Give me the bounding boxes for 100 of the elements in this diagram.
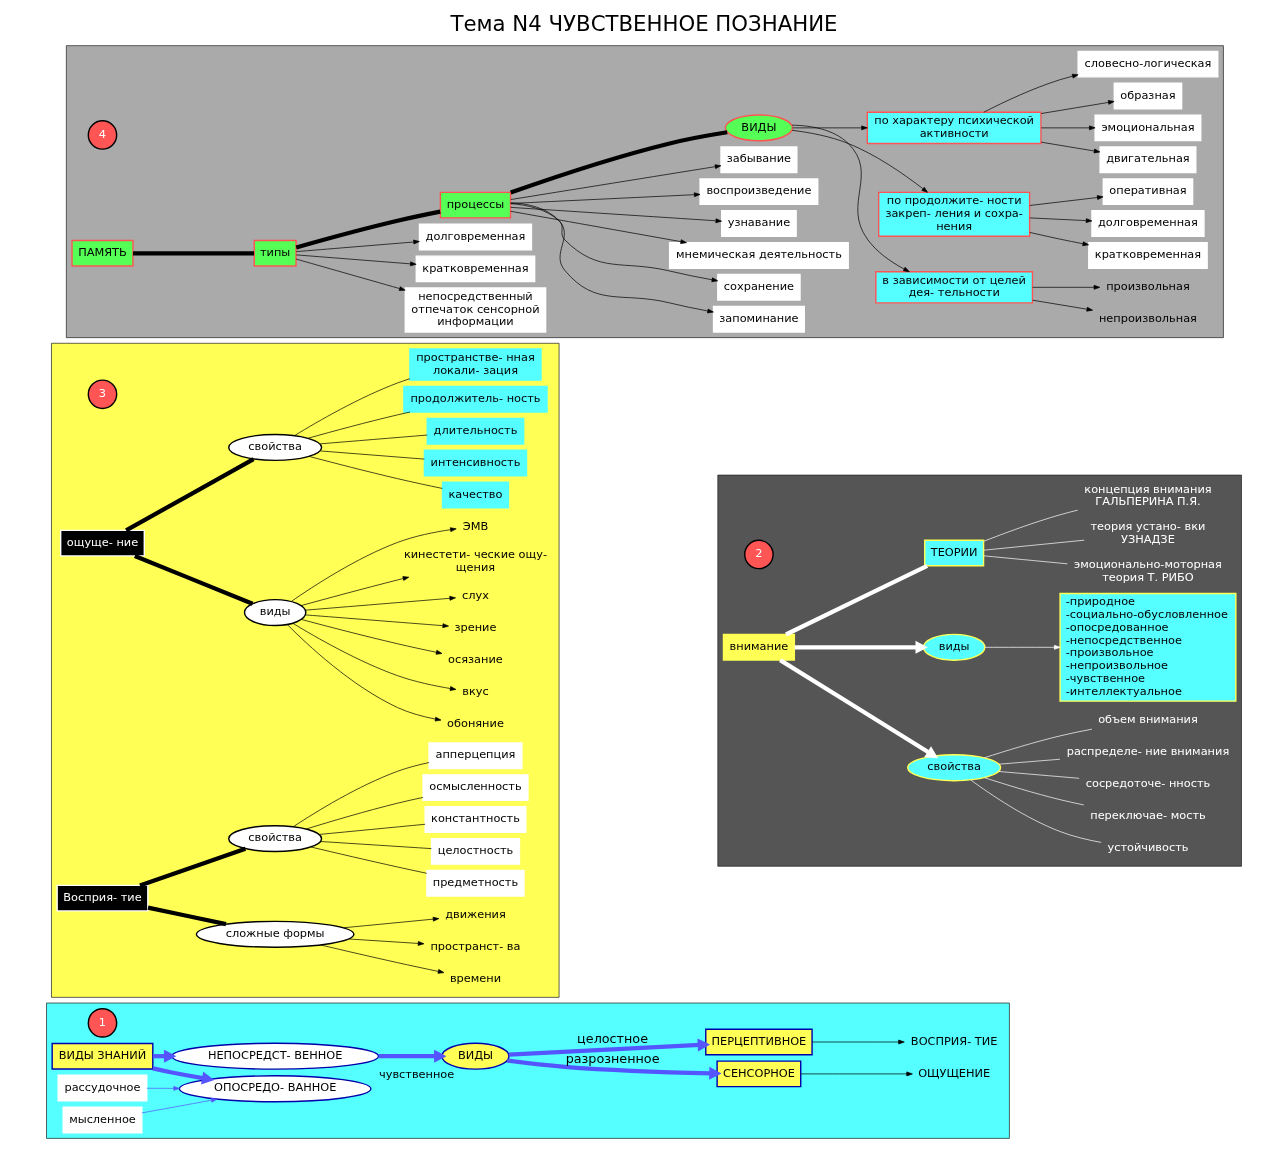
arrow bbox=[295, 239, 420, 252]
node-text: слух bbox=[461, 587, 489, 602]
arrow bbox=[304, 614, 449, 628]
node-ellipse: свойства bbox=[227, 825, 322, 853]
arrow bbox=[984, 644, 1060, 650]
connector bbox=[983, 728, 1092, 759]
arrow bbox=[509, 192, 700, 204]
node-text: распределе- ние внимания bbox=[1066, 743, 1229, 758]
arrow bbox=[799, 1071, 913, 1077]
node-text: пространст- ва bbox=[429, 938, 520, 953]
node-text: сосредоточе- нность bbox=[1085, 775, 1210, 790]
node-box: пространстве- нная локали- зация bbox=[408, 348, 542, 381]
node-circle: 2 bbox=[743, 539, 774, 570]
arrow bbox=[778, 658, 938, 759]
node-label: чувственное bbox=[378, 1067, 454, 1082]
arrow bbox=[1040, 141, 1100, 154]
node-box: Восприя- тие bbox=[55, 884, 149, 912]
node-text: эмоционально-моторная теория Т. РИБО bbox=[1073, 556, 1222, 584]
connector bbox=[305, 797, 423, 830]
arrow bbox=[1028, 195, 1103, 206]
node-box: -природное -социально-обусловленное -опосредованное -непосредственное -произвольное -непроизвольное -чувственное -интеллектуальное bbox=[1058, 592, 1237, 702]
cluster bbox=[50, 342, 559, 998]
arrow bbox=[1040, 125, 1095, 131]
connector bbox=[319, 434, 428, 445]
node-text: вкус bbox=[461, 683, 489, 698]
arrow bbox=[146, 1086, 180, 1091]
arrow bbox=[509, 210, 687, 244]
connector bbox=[998, 771, 1080, 779]
arrow bbox=[1031, 299, 1093, 312]
arrow bbox=[342, 916, 439, 929]
node-ellipse: НЕПОСРЕДСТ- ВЕННОЕ bbox=[170, 1042, 379, 1070]
arrow bbox=[151, 1066, 214, 1085]
node-box: забывание bbox=[719, 146, 798, 174]
node-circle: 4 bbox=[87, 120, 117, 150]
connector bbox=[295, 209, 441, 250]
diagram-title: Тема N4 ЧУВСТВЕННОЕ ПОЗНАНИЕ bbox=[450, 10, 837, 36]
node-text: ВОСПРИЯ- ТИЕ bbox=[910, 1033, 997, 1048]
node-box: продолжитель- ность bbox=[402, 385, 548, 413]
arrow bbox=[1031, 284, 1100, 290]
node-box: оперативная bbox=[1102, 178, 1193, 206]
arrow bbox=[304, 596, 456, 611]
node-text: ЭМВ bbox=[462, 518, 488, 533]
node-box: двигательная bbox=[1098, 146, 1196, 174]
connector bbox=[319, 841, 432, 849]
connector bbox=[319, 450, 425, 460]
node-box: в зависимости от целей дея- тельности bbox=[874, 271, 1033, 304]
arrow bbox=[982, 73, 1078, 113]
connector bbox=[970, 779, 1101, 843]
arrow bbox=[295, 254, 416, 267]
node-box: непосредственный отпечаток сенсорной информации bbox=[404, 287, 546, 333]
node-box: узнавание bbox=[720, 210, 797, 237]
connector bbox=[133, 554, 253, 606]
connector bbox=[982, 539, 1085, 551]
connector bbox=[784, 563, 928, 637]
connector bbox=[307, 411, 410, 439]
node-box: эмоциональная bbox=[1093, 114, 1201, 142]
arrow bbox=[1040, 100, 1114, 114]
node-text: зрение bbox=[454, 619, 496, 634]
connector bbox=[124, 457, 255, 533]
arrow bbox=[292, 622, 456, 691]
arrow bbox=[295, 258, 406, 291]
connector bbox=[308, 456, 443, 489]
node-box: образная bbox=[1113, 82, 1182, 110]
arrow bbox=[286, 624, 441, 722]
node-box: ПАМЯТЬ bbox=[70, 239, 134, 267]
node-text: движения bbox=[444, 906, 506, 921]
node-text: объем внимания bbox=[1097, 711, 1198, 726]
node-box: ТЕОРИИ bbox=[923, 539, 984, 567]
node-text: кинестети- ческие ощу- щения bbox=[403, 546, 547, 574]
arrow bbox=[319, 944, 444, 974]
connector bbox=[147, 905, 226, 927]
node-text: времени bbox=[449, 970, 501, 985]
node-box: ощуще- ние bbox=[59, 529, 145, 557]
node-circle: 1 bbox=[87, 1008, 117, 1038]
connector bbox=[509, 130, 728, 195]
node-box: типы bbox=[253, 239, 297, 267]
arrow bbox=[378, 1049, 446, 1063]
node-text: переключае- мость bbox=[1089, 807, 1206, 822]
node-box: осмысленность bbox=[421, 774, 529, 802]
node-box: кратковременная bbox=[1087, 241, 1208, 269]
node-ellipse: ВИДЫ bbox=[440, 1042, 510, 1070]
node-box: долговременная bbox=[1090, 210, 1205, 237]
node-box: СЕНСОРНОЕ bbox=[715, 1060, 801, 1088]
node-box: целостность bbox=[430, 837, 520, 865]
node-box: кратковременная bbox=[415, 255, 535, 283]
connector bbox=[998, 758, 1060, 765]
node-box: предметность bbox=[425, 869, 525, 897]
node-box: процессы bbox=[439, 191, 511, 219]
arrow bbox=[509, 203, 718, 283]
connector bbox=[982, 509, 1078, 542]
connector bbox=[983, 777, 1084, 806]
node-box: по характеру психической активности bbox=[866, 111, 1042, 145]
node-box: по продолжите- ности закреп- ления и сохра- нения bbox=[877, 191, 1030, 237]
edge-label: разрозненное bbox=[565, 1050, 660, 1066]
node-text: теория устано- вки УЗНАДЗЕ bbox=[1090, 519, 1205, 546]
arrow bbox=[290, 527, 457, 602]
arrow bbox=[509, 164, 721, 200]
node-ellipse: свойства bbox=[906, 754, 1001, 782]
node-box: длительность bbox=[426, 417, 524, 445]
node-box: интенсивность bbox=[423, 449, 527, 477]
